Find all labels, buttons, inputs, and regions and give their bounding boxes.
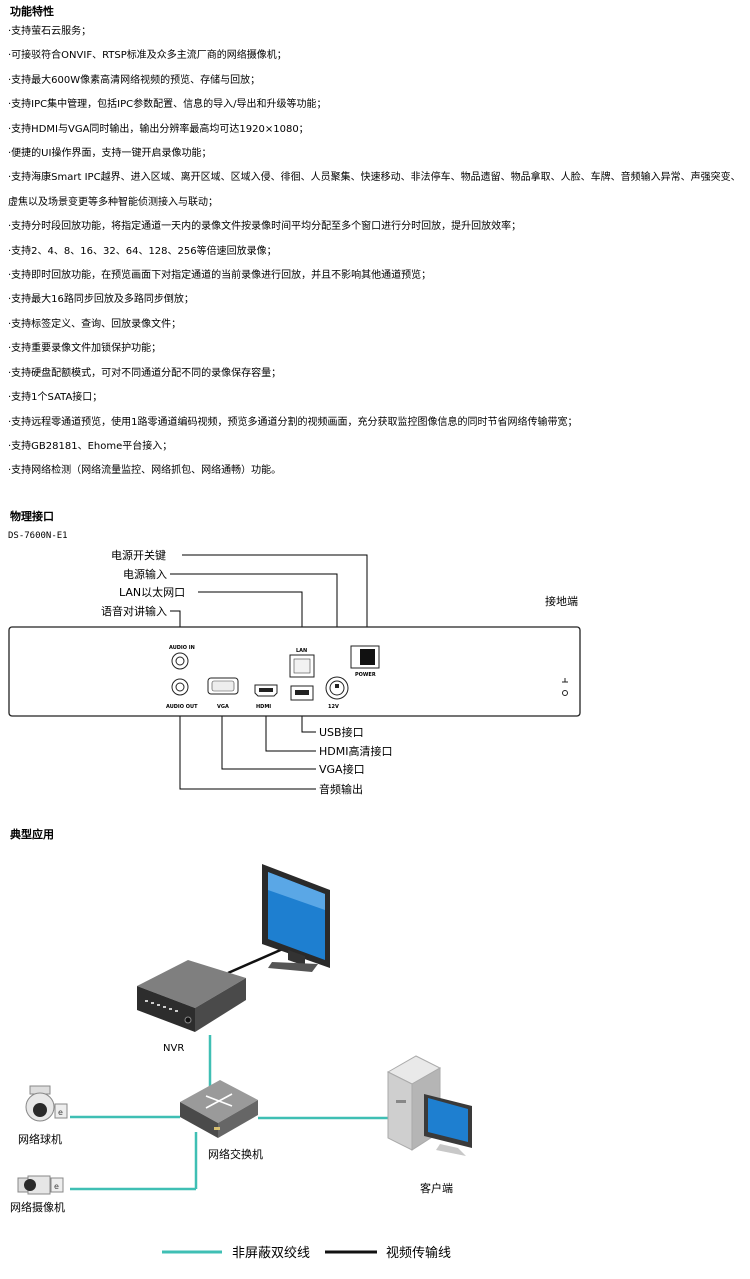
callout-usb: USB接口 — [319, 726, 364, 739]
label-hdmi: HDMI — [256, 704, 271, 710]
nvr-label: NVR — [163, 1043, 184, 1054]
dome-camera-icon: e — [25, 1085, 68, 1122]
feature-item: ·支持最大16路同步回放及多路同步倒放； — [8, 294, 194, 306]
callout-power-switch: 电源开关键 — [111, 548, 166, 562]
lan-port — [289, 654, 315, 678]
dome-camera-label: 网络球机 — [18, 1132, 62, 1146]
switch-label: 网络交换机 — [208, 1147, 263, 1161]
hdmi-port — [254, 684, 278, 697]
feature-item: ·支持标签定义、查询、回放录像文件； — [8, 318, 182, 330]
interfaces-title: 物理接口 — [10, 510, 54, 523]
audio-in-port — [171, 652, 189, 670]
video-cable — [227, 946, 286, 975]
client-label: 客户端 — [420, 1181, 453, 1195]
legend-video-label: 视频传输线 — [386, 1245, 451, 1261]
callout-ground: 接地端 — [545, 595, 578, 608]
camera-label: 网络摄像机 — [10, 1200, 65, 1214]
label-lan: LAN — [296, 648, 307, 654]
svg-text:e: e — [58, 1108, 63, 1117]
legend-utp-label: 非屏蔽双绞线 — [232, 1245, 310, 1261]
box-camera-icon: e — [17, 1175, 64, 1195]
feature-item: ·支持网络检测（网络流量监控、网络抓包、网络通畅）功能。 — [8, 465, 282, 477]
feature-item: ·可接驳符合ONVIF、RTSP标准及众多主流厂商的网络摄像机； — [8, 50, 287, 62]
power-input-port — [325, 676, 349, 700]
feature-list: ·支持萤石云服务； ·可接驳符合ONVIF、RTSP标准及众多主流厂商的网络摄像机… — [8, 20, 748, 484]
topology-diagram: NVR 网络交换机 e 网络球机 e 网络摄像机 — [10, 864, 472, 1261]
feature-item: ·支持2、4、8、16、32、64、128、256等倍速回放录像； — [8, 245, 277, 257]
application-title: 典型应用 — [10, 828, 54, 841]
label-power: POWER — [355, 672, 376, 678]
feature-item: ·支持HDMI与VGA同时输出，输出分辨率最高均可达1920×1080； — [8, 123, 309, 135]
power-switch — [350, 645, 380, 669]
feature-item: ·支持GB28181、Ehome平台接入； — [8, 440, 173, 452]
rear-panel-diagram: AUDIO IN AUDIO OUT VGA HDMI LAN POWER 12… — [8, 548, 581, 796]
callout-lan: LAN以太网口 — [119, 586, 185, 599]
model-number: DS-7600N-E1 — [8, 531, 68, 541]
callout-vga: VGA接口 — [319, 763, 365, 776]
features-title: 功能特性 — [10, 5, 54, 18]
vga-port — [207, 677, 239, 695]
feature-item: ·支持萤石云服务； — [8, 26, 92, 37]
feature-item: ·支持分时段回放功能，将指定通道一天内的录像文件按录像时间平均分配至多个窗口进行… — [8, 221, 522, 233]
switch-icon — [180, 1080, 258, 1138]
ground-terminal — [562, 678, 568, 696]
feature-item: ·支持远程零通道预览，使用1路零通道编码视频，预览多通道分割的视频画面，充分获取… — [8, 416, 578, 428]
client-pc-icon — [386, 1055, 472, 1156]
feature-item: ·支持1个SATA接口； — [8, 392, 103, 404]
legend: 非屏蔽双绞线 视频传输线 — [162, 1245, 451, 1261]
feature-item: ·支持海康Smart IPC越界、进入区域、离开区域、区域入侵、徘徊、人员聚集、… — [8, 172, 741, 208]
feature-item: ·支持重要录像文件加锁保护功能； — [8, 343, 162, 355]
callout-audio-out: 音频输出 — [319, 782, 363, 796]
audio-out-port — [171, 678, 189, 696]
nvr-icon — [137, 960, 246, 1032]
callout-power-input: 电源输入 — [123, 567, 167, 581]
callout-audio-in: 语音对讲输入 — [101, 604, 167, 618]
monitor-icon — [262, 864, 330, 972]
label-dc: 12V — [328, 704, 339, 710]
feature-item: ·支持IPC集中管理，包括IPC参数配置、信息的导入/导出和升级等功能； — [8, 99, 327, 111]
label-audio-out: AUDIO OUT — [166, 704, 198, 710]
label-audio-in: AUDIO IN — [169, 645, 195, 651]
feature-item: ·便捷的UI操作界面，支持一键开启录像功能； — [8, 148, 212, 160]
usb-port — [290, 685, 314, 701]
svg-text:e: e — [54, 1182, 59, 1191]
label-vga: VGA — [217, 704, 229, 710]
feature-item: ·支持即时回放功能，在预览画面下对指定通道的当前录像进行回放，并且不影响其他通道… — [8, 270, 432, 282]
callout-hdmi: HDMI高清接口 — [319, 744, 392, 758]
feature-item: ·支持最大600W像素高清网络视频的预览、存储与回放； — [8, 74, 261, 86]
feature-item: ·支持硬盘配额模式，可对不同通道分配不同的录像保存容量； — [8, 367, 282, 379]
